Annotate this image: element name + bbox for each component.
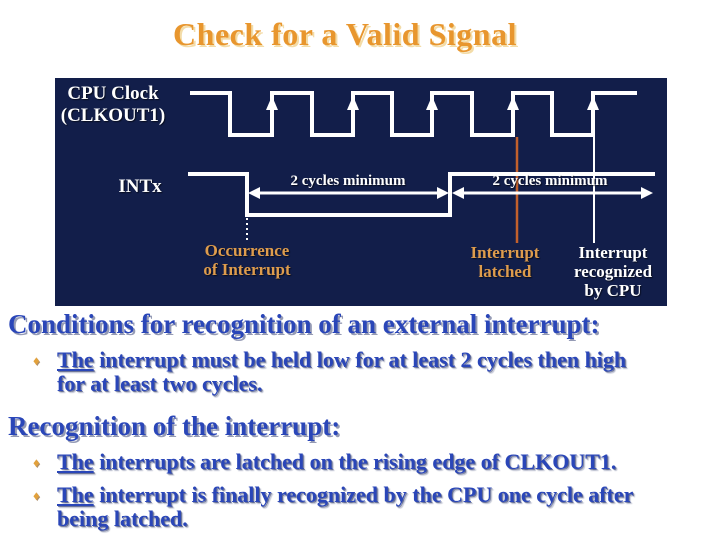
recognized-line1: Interrupt <box>578 243 648 262</box>
bullet-item: ♦ The interrupts are latched on the risin… <box>33 450 720 474</box>
interrupt-latched-label: Interrupt latched <box>435 243 575 281</box>
interrupt-recognized-label: Interrupt recognized by CPU <box>543 243 683 300</box>
rising-edge-arrow-icon <box>507 96 519 110</box>
occurrence-line1: Occurrence <box>204 241 290 260</box>
rising-edge-arrow-icon <box>587 96 599 110</box>
bullet-item: ♦ The interrupt is finally recognized by … <box>33 483 720 531</box>
cycles-minimum-label-2: 2 cycles minimum <box>492 173 608 189</box>
bullet-diamond-icon: ♦ <box>33 353 40 368</box>
bullet-text: The interrupt is finally recognized by t… <box>57 482 634 531</box>
section-recognition: Recognition of the interrupt: ♦ The inter… <box>0 408 720 531</box>
bullet-list: ♦ The interrupt must be held low for at l… <box>0 348 720 396</box>
bullet-text: The interrupts are latched on the rising… <box>57 449 617 474</box>
bullet-list: ♦ The interrupts are latched on the risin… <box>0 450 720 531</box>
intx-label: INTx <box>118 176 162 197</box>
body-content: Conditions for recognition of an externa… <box>0 306 720 531</box>
bullet-item: ♦ The interrupt must be held low for at l… <box>33 348 720 396</box>
cpu-clock-waveform <box>190 91 637 137</box>
latched-line2: latched <box>478 262 532 281</box>
section-heading: Recognition of the interrupt: <box>8 411 341 441</box>
occurrence-of-interrupt-label: Occurrence of Interrupt <box>177 241 317 279</box>
occurrence-line2: of Interrupt <box>203 260 291 279</box>
timing-diagram-panel: CPU Clock (CLKOUT1) INTx 2 cycles minimu… <box>55 78 667 306</box>
rising-edge-arrow-icon <box>266 96 278 110</box>
intx-waveform <box>188 172 655 217</box>
latched-line1: Interrupt <box>470 243 540 262</box>
bullet-diamond-icon: ♦ <box>33 455 40 470</box>
rising-edge-arrow-icon <box>426 96 438 110</box>
arrow-left-head-icon <box>248 187 260 199</box>
arrow-right-head-icon <box>641 187 653 199</box>
slide-title: Check for a Valid Signal <box>173 16 517 52</box>
timing-diagram-svg <box>188 91 655 243</box>
section-heading: Conditions for recognition of an externa… <box>8 309 600 339</box>
bullet-diamond-icon: ♦ <box>33 488 40 503</box>
cpu-clock-label-line1: CPU Clock <box>67 83 159 104</box>
recognized-line3: by CPU <box>584 281 642 300</box>
cpu-clock-label: CPU Clock (CLKOUT1) <box>55 83 171 127</box>
section-conditions: Conditions for recognition of an externa… <box>0 306 720 396</box>
bullet-text: The interrupt must be held low for at le… <box>57 347 627 396</box>
arrow-left-head-icon <box>452 187 464 199</box>
arrow-right-head-icon <box>437 187 449 199</box>
recognized-line2: recognized <box>573 262 653 281</box>
cpu-clock-label-line2: (CLKOUT1) <box>60 105 166 126</box>
rising-edge-arrow-icon <box>347 96 359 110</box>
cycles-minimum-label-1: 2 cycles minimum <box>290 173 406 189</box>
